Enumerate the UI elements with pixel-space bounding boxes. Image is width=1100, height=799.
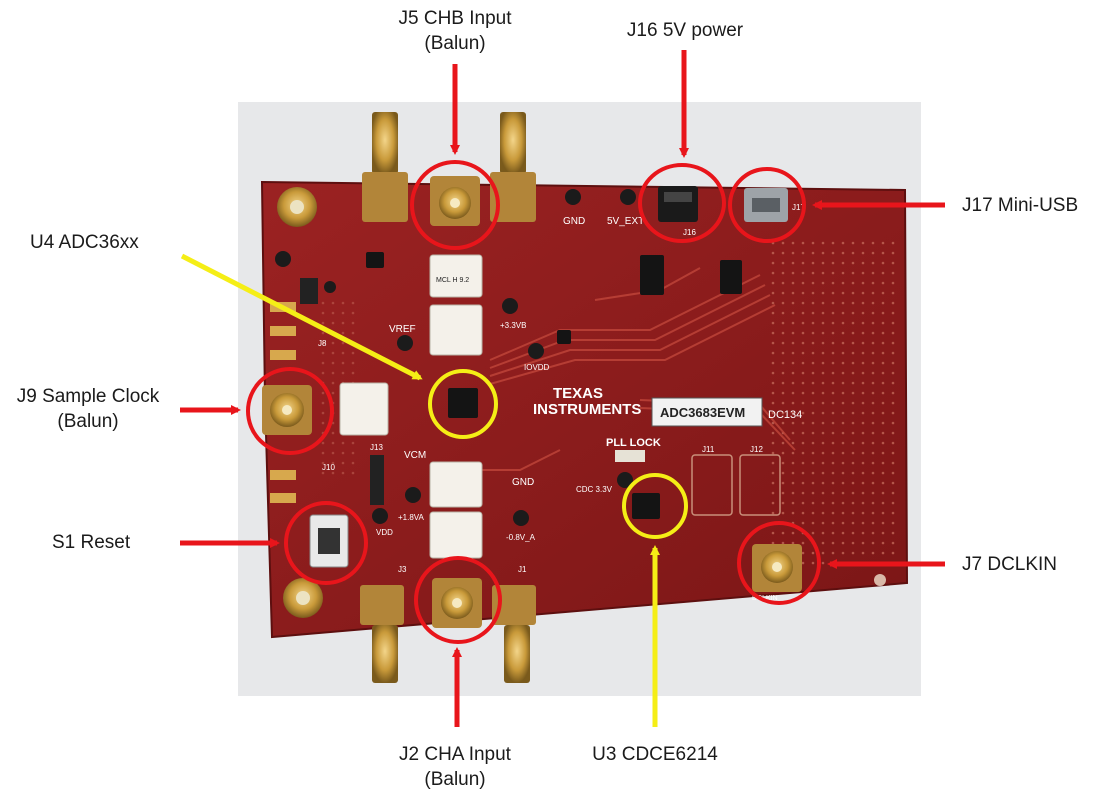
s1-label: S1 Reset: [52, 530, 130, 555]
balun-silk: MCL H 9.2: [436, 277, 469, 284]
silk-gnd-top: GND: [563, 216, 585, 227]
j16-jumper: [658, 186, 698, 222]
silk-j10: J10: [322, 463, 335, 472]
j7-label: J7 DCLKIN: [962, 552, 1057, 577]
pll-lock-led: [615, 450, 645, 462]
silk-vref: VREF: [389, 324, 416, 335]
j17-label: J17 Mini-USB: [962, 193, 1078, 218]
s1-label-line1: S1 Reset: [52, 532, 131, 553]
silk-j13: J13: [370, 443, 383, 452]
silk-5v-ext: 5V_EXT: [607, 216, 644, 227]
j17-label-line1: J17 Mini-USB: [962, 195, 1079, 216]
red-callout-circles: [246, 160, 821, 644]
board-code: DC134: [768, 409, 802, 421]
red-arrows: [180, 50, 945, 727]
j17-usb-port: [744, 188, 788, 222]
silk-j8: J8: [318, 339, 327, 348]
yellow-callout-circles: [428, 369, 688, 539]
j9-sma-connector: [262, 385, 312, 435]
j9-highlight-circle: [246, 367, 334, 455]
u4-arrow: [180, 253, 423, 381]
u3-label-line1: U3 CDCE6214: [592, 744, 718, 765]
j16-label: J16 5V power: [610, 18, 760, 43]
silk-j12: J12: [750, 445, 763, 454]
j2-label: J2 CHA Input (Balun): [380, 742, 530, 792]
top-sma-connectors: [362, 112, 536, 226]
u4-highlight-circle: [428, 369, 498, 439]
ic-chips: [366, 252, 742, 519]
silk-3v3b: +3.3VB: [500, 321, 526, 330]
silk-gnd-bottom: GND: [512, 477, 534, 488]
s1-highlight-circle: [284, 501, 368, 585]
j5-label-line1: J5 CHB Input: [398, 8, 512, 29]
j9-label-line1: J9 Sample Clock: [16, 386, 160, 407]
balun-modules: [339, 254, 483, 559]
silk-vdd: VDD: [376, 528, 393, 537]
silk-j11: J11: [702, 445, 715, 454]
ti-brand-line1: TEXAS: [553, 385, 603, 402]
j5-highlight-circle: [410, 160, 500, 250]
s1-reset-switch: [309, 514, 349, 568]
yellow-arrows: [180, 253, 660, 727]
j16-label-line1: J16 5V power: [626, 20, 744, 41]
j2-highlight-circle: [414, 556, 502, 644]
silk-j16: J16: [683, 228, 696, 237]
model-label-sticker: [651, 397, 763, 427]
silk-j3: J3: [398, 565, 407, 574]
silk-cdc: CDC 3.3V: [576, 485, 613, 494]
j7-sma-connector: [752, 544, 802, 592]
mounting-holes: [277, 187, 886, 618]
silk-pll-lock: PLL LOCK: [606, 437, 661, 449]
u4-label: U4 ADC36xx: [30, 230, 139, 255]
j5-label: J5 CHB Input (Balun): [380, 6, 530, 56]
j5-label-line2: (Balun): [424, 33, 486, 54]
u4-label-line1: U4 ADC36xx: [30, 232, 139, 253]
silk-j17: J17: [792, 203, 805, 212]
j17-highlight-circle: [728, 167, 806, 243]
silk-vcm: VCM: [404, 450, 426, 461]
silk-iovdd: IOVDD: [524, 363, 550, 372]
ti-brand-line2: INSTRUMENTS: [533, 401, 641, 418]
bottom-sma-connectors: [360, 578, 536, 683]
j2-label-line1: J2 CHA Input: [399, 744, 511, 765]
test-points: [275, 189, 636, 526]
j9-label-line2: (Balun): [57, 411, 119, 432]
silk-18va: +1.8VA: [398, 513, 425, 522]
j9-label: J9 Sample Clock (Balun): [0, 384, 176, 434]
u3-label: U3 CDCE6214: [575, 742, 735, 767]
j7-label-line1: J7 DCLKIN: [962, 554, 1058, 575]
j16-highlight-circle: [638, 163, 726, 243]
silk-j1: J1: [518, 565, 527, 574]
silk-neg08: -0.8V_A: [506, 533, 536, 542]
header-pins: [300, 278, 384, 505]
u3-highlight-circle: [622, 473, 688, 539]
j11-j12-header-grid: [691, 454, 781, 516]
j7-highlight-circle: [737, 521, 821, 605]
j2-label-line2: (Balun): [424, 769, 486, 790]
model-label-text: ADC3683EVM: [660, 405, 745, 420]
